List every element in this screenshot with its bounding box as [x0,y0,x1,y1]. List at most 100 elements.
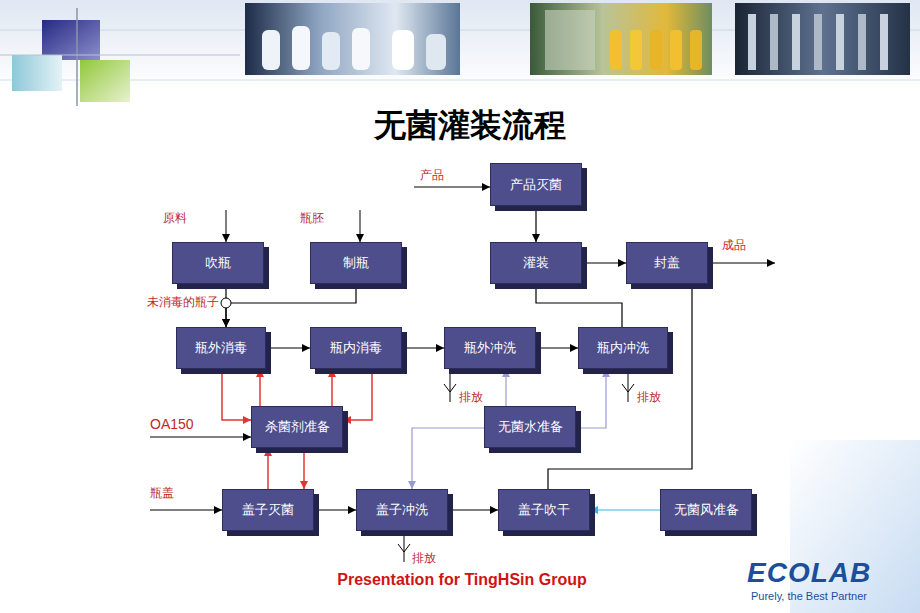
flow-connector [590,509,660,510]
process-box: 瓶内冲洗 [578,327,668,369]
input-arrows-part [360,210,361,242]
drain-symbols-part [398,531,410,562]
header-photo [245,3,910,75]
flow-label: 成品 [722,238,746,252]
drain-symbols [398,369,634,562]
box-label: 吹瓶 [205,254,231,272]
process-box: 瓶外消毒 [176,327,266,369]
header-photo-part [814,14,822,70]
box-label: 杀菌剂准备 [265,418,330,436]
flow-connector [448,509,498,510]
header-photo-part [690,30,702,70]
process-box: 无菌风准备 [660,489,752,531]
input-arrows-part [150,437,251,438]
flow-connector [582,262,626,263]
box-label: 盖子冲洗 [376,501,428,519]
junction-circle-part [221,298,231,308]
header-photo-part [245,3,460,75]
box-label: 瓶内消毒 [330,339,382,357]
header-photo-part [392,30,414,70]
header-photo-part [610,30,622,70]
corner-squares-part [12,55,62,91]
header-band [0,0,920,90]
input-arrows-part [414,187,490,188]
flow-connector [402,347,444,348]
flow-label: 排放 [637,390,661,404]
flow-connector [505,369,506,406]
input-arrows-part [708,263,775,264]
header-photo-part [670,30,682,70]
box-label: 产品灭菌 [510,176,562,194]
header-photo-part [858,14,866,70]
header-photo-part [322,32,340,70]
flow-connector [536,347,578,348]
process-box: 无菌水准备 [484,406,576,448]
drain-symbols-part [622,369,634,402]
corner-squares-part [0,55,240,56]
process-box: 瓶外冲洗 [444,327,536,369]
corner-squares-part [76,8,78,106]
box-label: 瓶外消毒 [195,339,247,357]
input-arrows [150,187,775,510]
flow-connector [226,284,356,327]
process-box: 盖子吹干 [498,489,590,531]
flow-connector [576,369,606,428]
flow-label: 瓶胚 [300,211,324,225]
flow-label: 瓶盖 [150,486,174,500]
corner-squares-part [80,60,130,102]
header-photo-part [545,10,595,70]
header-photo-part [735,3,910,75]
box-label: 盖子灭菌 [242,501,294,519]
footer-text: Presentation for TingHSin Group [262,570,662,589]
flow-connector [548,284,692,489]
header-band-part [0,80,920,81]
process-box: 盖子灭菌 [222,489,314,531]
process-box: 盖子冲洗 [356,489,448,531]
input-arrows-part [150,510,222,511]
flow-label: OA150 [150,416,194,433]
header-photo-part [770,14,778,70]
header-photo-part [650,30,662,70]
flow-connector [259,369,261,406]
header-photo-part [262,30,280,70]
process-box: 封盖 [626,242,708,284]
process-box: 杀菌剂准备 [251,406,343,448]
flow-label: 排放 [459,390,483,404]
flow-connector [412,428,484,489]
box-label: 灌装 [523,254,549,272]
title: 无菌灌装流程 [0,104,920,148]
box-label: 封盖 [654,254,680,272]
header-photo-part [836,14,844,70]
header-photo-part [352,28,370,70]
process-box: 制瓶 [310,242,402,284]
flow-label: 原料 [163,211,187,225]
flow-label: 排放 [412,551,436,565]
flow-connector [303,448,305,489]
header-photo-part [530,3,712,75]
box-label: 瓶外冲洗 [464,339,516,357]
header-photo-part [792,14,800,70]
flow-connector [314,509,356,510]
junction-circle [221,298,231,308]
process-box: 产品灭菌 [490,163,582,206]
footer-text: ECOLAB [747,556,871,590]
footer-text: Purely, the Best Partner [751,590,867,603]
box-label: 无菌风准备 [674,501,739,519]
flow-connector [331,369,333,406]
corner-squares [0,8,240,106]
box-label: 无菌水准备 [498,418,563,436]
header-photo-part [880,14,888,70]
input-arrows-part [226,210,227,242]
drain-symbols-part [444,369,456,402]
flow-connector [267,448,269,489]
process-box: 灌装 [490,242,582,284]
flow-label: 未消毒的瓶子 [127,295,219,309]
corner-squares-part [42,20,100,60]
process-box: 吹瓶 [172,242,264,284]
process-box: 瓶内消毒 [310,327,402,369]
flow-connector [222,369,251,420]
flow-connector [266,347,310,348]
box-label: 瓶内冲洗 [597,339,649,357]
